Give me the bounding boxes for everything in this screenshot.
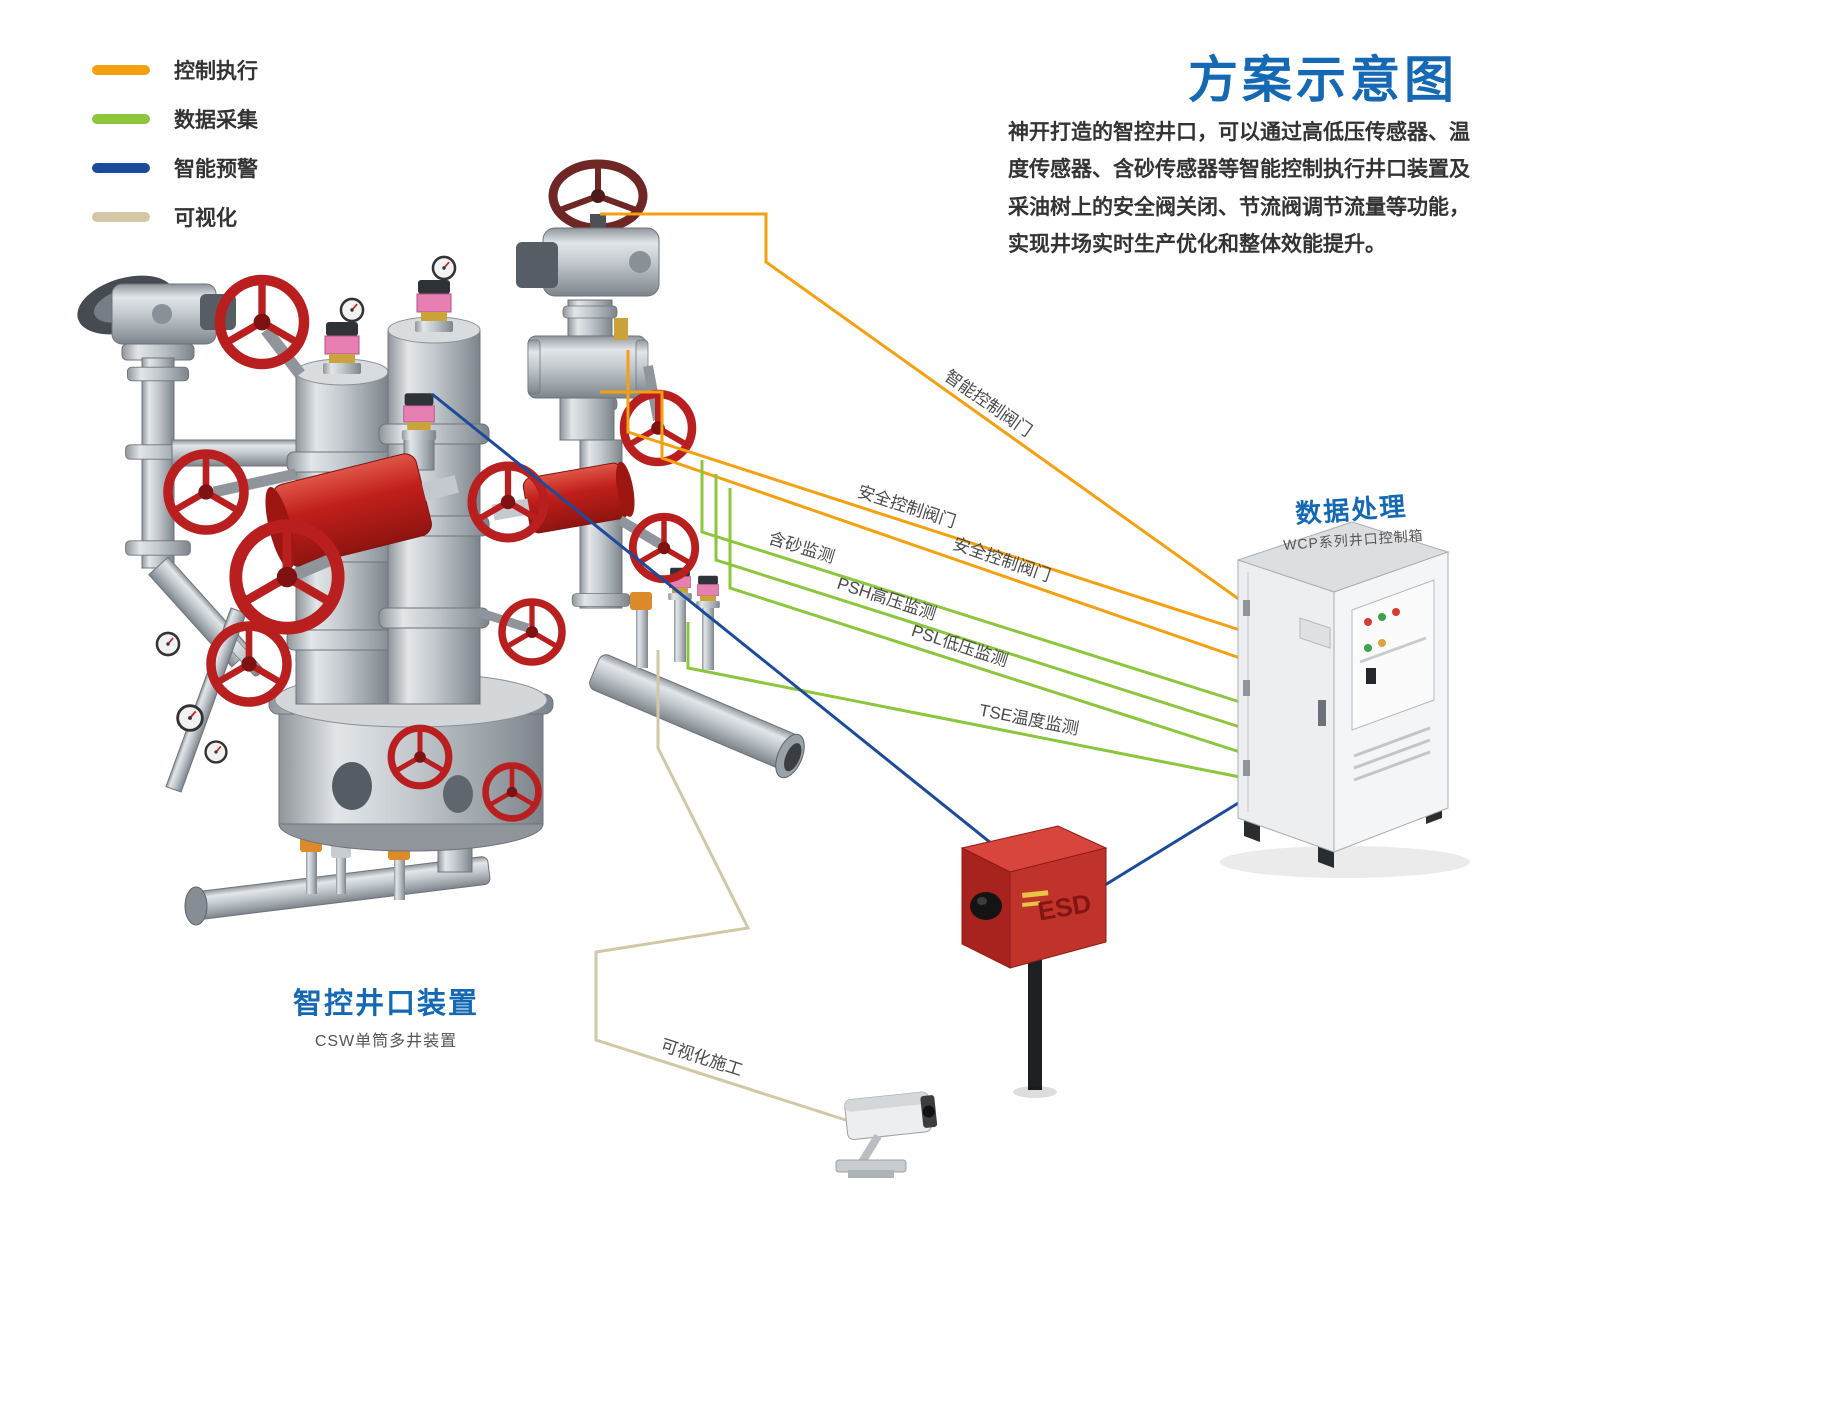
label-safety-control-valve-1: 安全控制阀门 (855, 482, 958, 532)
legend-color-warning (92, 163, 150, 173)
connection-lines (431, 212, 1241, 1124)
label-smart-control-valve: 智能控制阀门 (941, 366, 1035, 440)
line-smart-control-valve (600, 212, 1241, 602)
legend-item-data: 数据采集 (92, 107, 258, 132)
description-paragraph: 神开打造的智控井口，可以通过高低压传感器、温度传感器、含砂传感器等智能控制执行井… (1008, 121, 1470, 257)
line-safety-control-valve-1 (626, 350, 1241, 632)
wellhead-title: 智控井口装置 (292, 988, 479, 1020)
line-psl-monitoring (728, 488, 1241, 754)
line-visualization (594, 650, 853, 1124)
label-tse-monitoring: TSE温度监测 (978, 701, 1081, 739)
label-psh-monitoring: PSH高压监测 (835, 574, 939, 624)
legend-label-visualization: 可视化 (174, 207, 237, 230)
line-safety-control-valve-2 (600, 390, 1241, 660)
camera-lens (922, 1105, 935, 1118)
line-esd-to-cabinet (1091, 800, 1241, 895)
legend-color-control (92, 65, 150, 75)
line-sand-monitoring (700, 460, 1241, 704)
legend-item-visualization: 可视化 (92, 205, 258, 230)
legend-color-visualization (92, 212, 150, 222)
cabinet-control-panel (1351, 579, 1435, 731)
wellhead-subtitle: CSW单筒多井装置 (314, 1033, 458, 1050)
legend-label-control: 控制执行 (174, 60, 258, 83)
cabinet-illustration (1220, 521, 1470, 878)
legend-item-warning: 智能预警 (92, 156, 258, 181)
line-psh-monitoring (714, 474, 1241, 729)
wellhead-label: 智控井口装置 CSW单筒多井装置 (261, 980, 511, 1051)
legend-item-control: 控制执行 (92, 58, 258, 83)
legend-color-data (92, 114, 150, 124)
esd-device: ESD (960, 825, 1108, 1098)
page-title: 方案示意图 (1188, 52, 1458, 108)
label-sand-monitoring: 含砂监测 (766, 529, 837, 567)
line-warning-to-esd (431, 392, 1023, 870)
camera-illustration (835, 1091, 938, 1178)
line-tse-monitoring (686, 622, 1241, 779)
legend-label-warning: 智能预警 (174, 158, 258, 181)
esd-button (970, 892, 1002, 920)
label-safety-control-valve-2: 安全控制阀门 (950, 534, 1053, 585)
legend: 控制执行 数据采集 智能预警 可视化 (92, 58, 258, 254)
legend-label-data: 数据采集 (174, 109, 258, 132)
wellhead-illustration (77, 159, 805, 926)
cabinet-door-handle (1318, 700, 1326, 726)
